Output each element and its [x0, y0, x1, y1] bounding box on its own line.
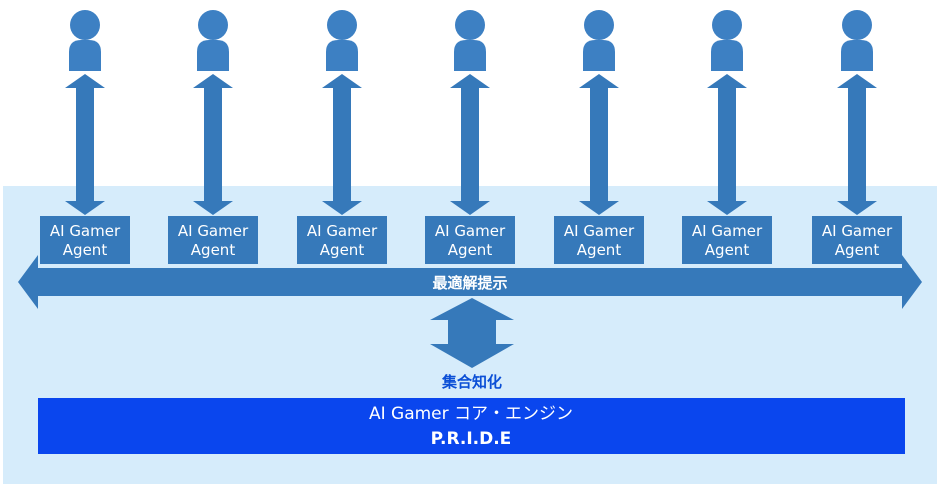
agent-label-line2: Agent — [448, 241, 493, 259]
agent-label-line1: AI Gamer — [50, 222, 121, 240]
user-icon — [69, 10, 101, 71]
agent-label-line2: Agent — [705, 241, 750, 259]
user-agent-arrow — [579, 74, 619, 215]
optimal-solution-label: 最適解提示 — [432, 274, 507, 292]
user-icon — [841, 10, 873, 71]
agent-label-line1: AI Gamer — [822, 222, 893, 240]
user-agent-arrow — [707, 74, 747, 215]
agent-label-line1: AI Gamer — [564, 222, 635, 240]
collective-arrow — [430, 298, 514, 368]
user-icon — [326, 10, 358, 71]
user-agent-arrow — [837, 74, 877, 215]
user-agent-arrow — [193, 74, 233, 215]
user-agent-arrow — [450, 74, 490, 215]
user-icon — [197, 10, 229, 71]
collective-label: 集合知化 — [441, 373, 502, 391]
user-icon — [583, 10, 615, 71]
agent-label-line2: Agent — [835, 241, 880, 259]
agent-label-line1: AI Gamer — [178, 222, 249, 240]
user-agent-arrow — [65, 74, 105, 215]
user-agent-arrow — [322, 74, 362, 215]
user-icon — [711, 10, 743, 71]
agent-label-line2: Agent — [577, 241, 622, 259]
core-engine-title: AI Gamer コア・エンジン — [369, 404, 573, 424]
user-icon — [454, 10, 486, 71]
core-engine-box — [38, 398, 905, 454]
agent-label-line2: Agent — [63, 241, 108, 259]
core-engine-subtitle: P.R.I.D.E — [431, 429, 512, 449]
agent-label-line2: Agent — [191, 241, 236, 259]
agent-label-line1: AI Gamer — [692, 222, 763, 240]
optimal-solution-arrow — [18, 255, 922, 309]
agent-label-line1: AI Gamer — [435, 222, 506, 240]
agent-label-line2: Agent — [320, 241, 365, 259]
agent-label-line1: AI Gamer — [307, 222, 378, 240]
